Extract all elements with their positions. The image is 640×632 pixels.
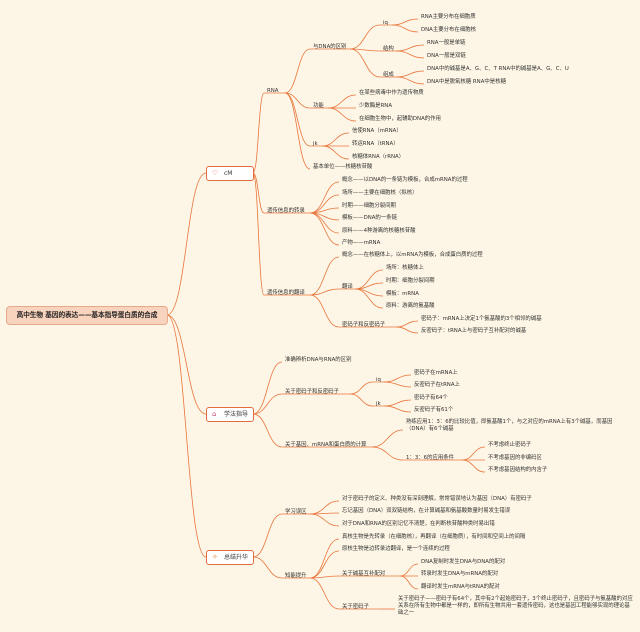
leaf-eukaryote[interactable]: 真核生物是先转录（在细胞核），再翻译（在细胞质），有时间和空间上的间隔 (342, 534, 526, 540)
branch-summary-label: 总结升华 (224, 554, 249, 561)
leaf-function-1[interactable]: 在某些病毒中作为遗传物质 (359, 90, 424, 96)
leaf-mistake-1[interactable]: 对于密码子的定义、种类没有深刻理解，常常错误地认为基因（DNA）有密码子 (342, 496, 532, 502)
leaf-pair-transcription[interactable]: 转录时发生DNA与mRNA的配对 (421, 571, 499, 577)
leaf-pair-replication[interactable]: DNA复制时发生DNA与DNA的配对 (421, 559, 506, 565)
node-distinguish[interactable]: 准确辨析DNA与RNA的区别 (285, 357, 352, 363)
node-rna-types[interactable]: jk (313, 141, 318, 147)
branch-cm[interactable]: ♡ cM (206, 166, 254, 181)
sparkle-icon: ✧ (212, 553, 218, 561)
leaf-tx-site[interactable]: 场所——主要在细胞核（拟核） (342, 190, 418, 196)
leaf-codon-summary[interactable]: 关于密码子——密码子有64个，其中有2个起始密码子，3个终止密码子，且密码子与氨… (398, 596, 633, 616)
node-rna[interactable]: RNA (267, 88, 279, 94)
leaf-rna-location[interactable]: RNA主要分布在细胞质 (421, 14, 476, 20)
house-icon: ⌂ (212, 410, 217, 418)
leaf-codon-def[interactable]: 密码子：mRNA上决定1个氨基酸的3个相邻的碱基 (421, 316, 542, 322)
node-iq[interactable]: iq (383, 20, 388, 26)
node-calc[interactable]: 关于基因、mRNA和蛋白质的计算 (285, 442, 367, 448)
leaf-bases[interactable]: DNA中的碱基是A、G、C、T RNA中的碱基是A、G、C、U (427, 66, 569, 72)
leaf-ratio[interactable]: 熟练应用1：3：6的比较比值，即氨基酸1个，与之对应的mRNA上有3个碱基，而基… (406, 419, 613, 432)
node-study-iq[interactable]: iq (376, 377, 381, 383)
node-function[interactable]: 功能 (313, 103, 324, 109)
root-topic[interactable]: 高中生物 基因的表达——基本指导蛋白质的合成 (6, 306, 168, 325)
node-dna-compare[interactable]: 与DNA的区别 (313, 44, 347, 50)
leaf-tl-period[interactable]: 时期：细胞分裂间期 (386, 278, 435, 284)
leaf-anticodon-def[interactable]: 反密码子：tRNA上与密码子互补配对的碱基 (421, 328, 527, 334)
leaf-tx-material[interactable]: 原料——4种游离的核糖核苷酸 (342, 228, 416, 234)
leaf-no-intron[interactable]: 不考虑基因结构的内含子 (488, 467, 548, 473)
node-transcription[interactable]: 遗传信息的转录 (267, 208, 305, 214)
leaf-codon-on-mrna[interactable]: 密码子在mRNA上 (414, 370, 458, 376)
branch-summary[interactable]: ✧ 总结升华 (206, 550, 254, 565)
leaf-tx-product[interactable]: 产物——mRNA (342, 240, 381, 246)
branch-study-label: 学法指导 (224, 411, 249, 418)
leaf-trna[interactable]: 转运RNA（tRNA） (352, 141, 399, 147)
leaf-tx-period[interactable]: 时期——细胞分裂间期 (342, 203, 396, 209)
node-fanyi[interactable]: 翻译 (342, 284, 353, 290)
leaf-no-noncoding[interactable]: 不考虑基因的非编码区 (488, 455, 542, 461)
leaf-tl-template[interactable]: 模板：mRNA (386, 291, 419, 297)
leaf-anticodon-count[interactable]: 反密码子有61个 (414, 407, 454, 413)
leaf-sugars[interactable]: DNA中是脱氧核糖 RNA中是核糖 (427, 79, 506, 85)
leaf-rrna[interactable]: 核糖体RNA（rRNA） (352, 154, 405, 160)
leaf-mistake-2[interactable]: 忘记基因（DNA）双双链结构，在计算碱基和氨基酸数量时易发生错误 (342, 508, 511, 514)
leaf-no-stop-codon[interactable]: 不考虑终止密码子 (488, 442, 532, 448)
node-codon-anticodon[interactable]: 密码子和反密码子 (342, 322, 386, 328)
heart-icon: ♡ (212, 169, 219, 177)
leaf-tl-material[interactable]: 原料：游离的氨基酸 (386, 303, 435, 309)
leaf-mistake-3[interactable]: 对于DNA和RNA的区别记忆不清楚，在判断核苷酸种类时易出错 (342, 521, 495, 527)
node-pairing[interactable]: 关于碱基互补配对 (342, 571, 386, 577)
branch-study[interactable]: ⌂ 学法指导 (206, 407, 254, 422)
node-translation[interactable]: 遗传信息的翻译 (267, 290, 305, 296)
leaf-dna-location[interactable]: DNA主要分布在细胞核 (421, 27, 476, 33)
node-structure[interactable]: 结构 (383, 46, 394, 52)
leaf-function-3[interactable]: 在细胞生物中，起辅助DNA的作用 (359, 116, 441, 122)
node-mistakes[interactable]: 学习误区 (285, 509, 307, 515)
branch-cm-label: cM (224, 170, 233, 177)
leaf-function-2[interactable]: 少数酶是RNA (359, 103, 393, 109)
node-ratio-conditions[interactable]: 1：3：6的应用条件 (406, 455, 455, 461)
leaf-pair-translation[interactable]: 翻译时发生mRNA与tRNA的配对 (421, 584, 500, 590)
leaf-mrna[interactable]: 信使RNA（mRNA） (352, 128, 402, 134)
leaf-tx-template[interactable]: 模板——DNA的一条链 (342, 215, 397, 221)
node-improve[interactable]: 知能提升 (285, 573, 307, 579)
node-composition[interactable]: 组成 (383, 72, 394, 78)
leaf-prokaryote[interactable]: 原核生物是边转录边翻译，是一个连续的过程 (342, 546, 450, 552)
node-study-codon[interactable]: 关于密码子和反密码子 (285, 389, 339, 395)
leaf-rna-strand[interactable]: RNA一般是单链 (427, 40, 466, 46)
leaf-tl-site[interactable]: 场所：核糖体上 (386, 265, 424, 271)
leaf-anticodon-on-trna[interactable]: 反密码子在tRNA上 (414, 382, 460, 388)
leaf-codon-count[interactable]: 密码子有64个 (414, 395, 448, 401)
node-basic-unit[interactable]: 基本单位——核糖核苷酸 (313, 164, 373, 170)
leaf-tx-concept[interactable]: 概念——以DNA的一条链为模板，合成mRNA的过程 (342, 177, 468, 183)
node-summary-codon[interactable]: 关于密码子 (342, 604, 369, 610)
leaf-dna-strand[interactable]: DNA一般是双链 (427, 53, 466, 59)
node-study-jk[interactable]: jk (376, 401, 381, 407)
leaf-tl-concept[interactable]: 概念——在核糖体上，以mRNA为模板，合成蛋白质的过程 (342, 252, 483, 258)
